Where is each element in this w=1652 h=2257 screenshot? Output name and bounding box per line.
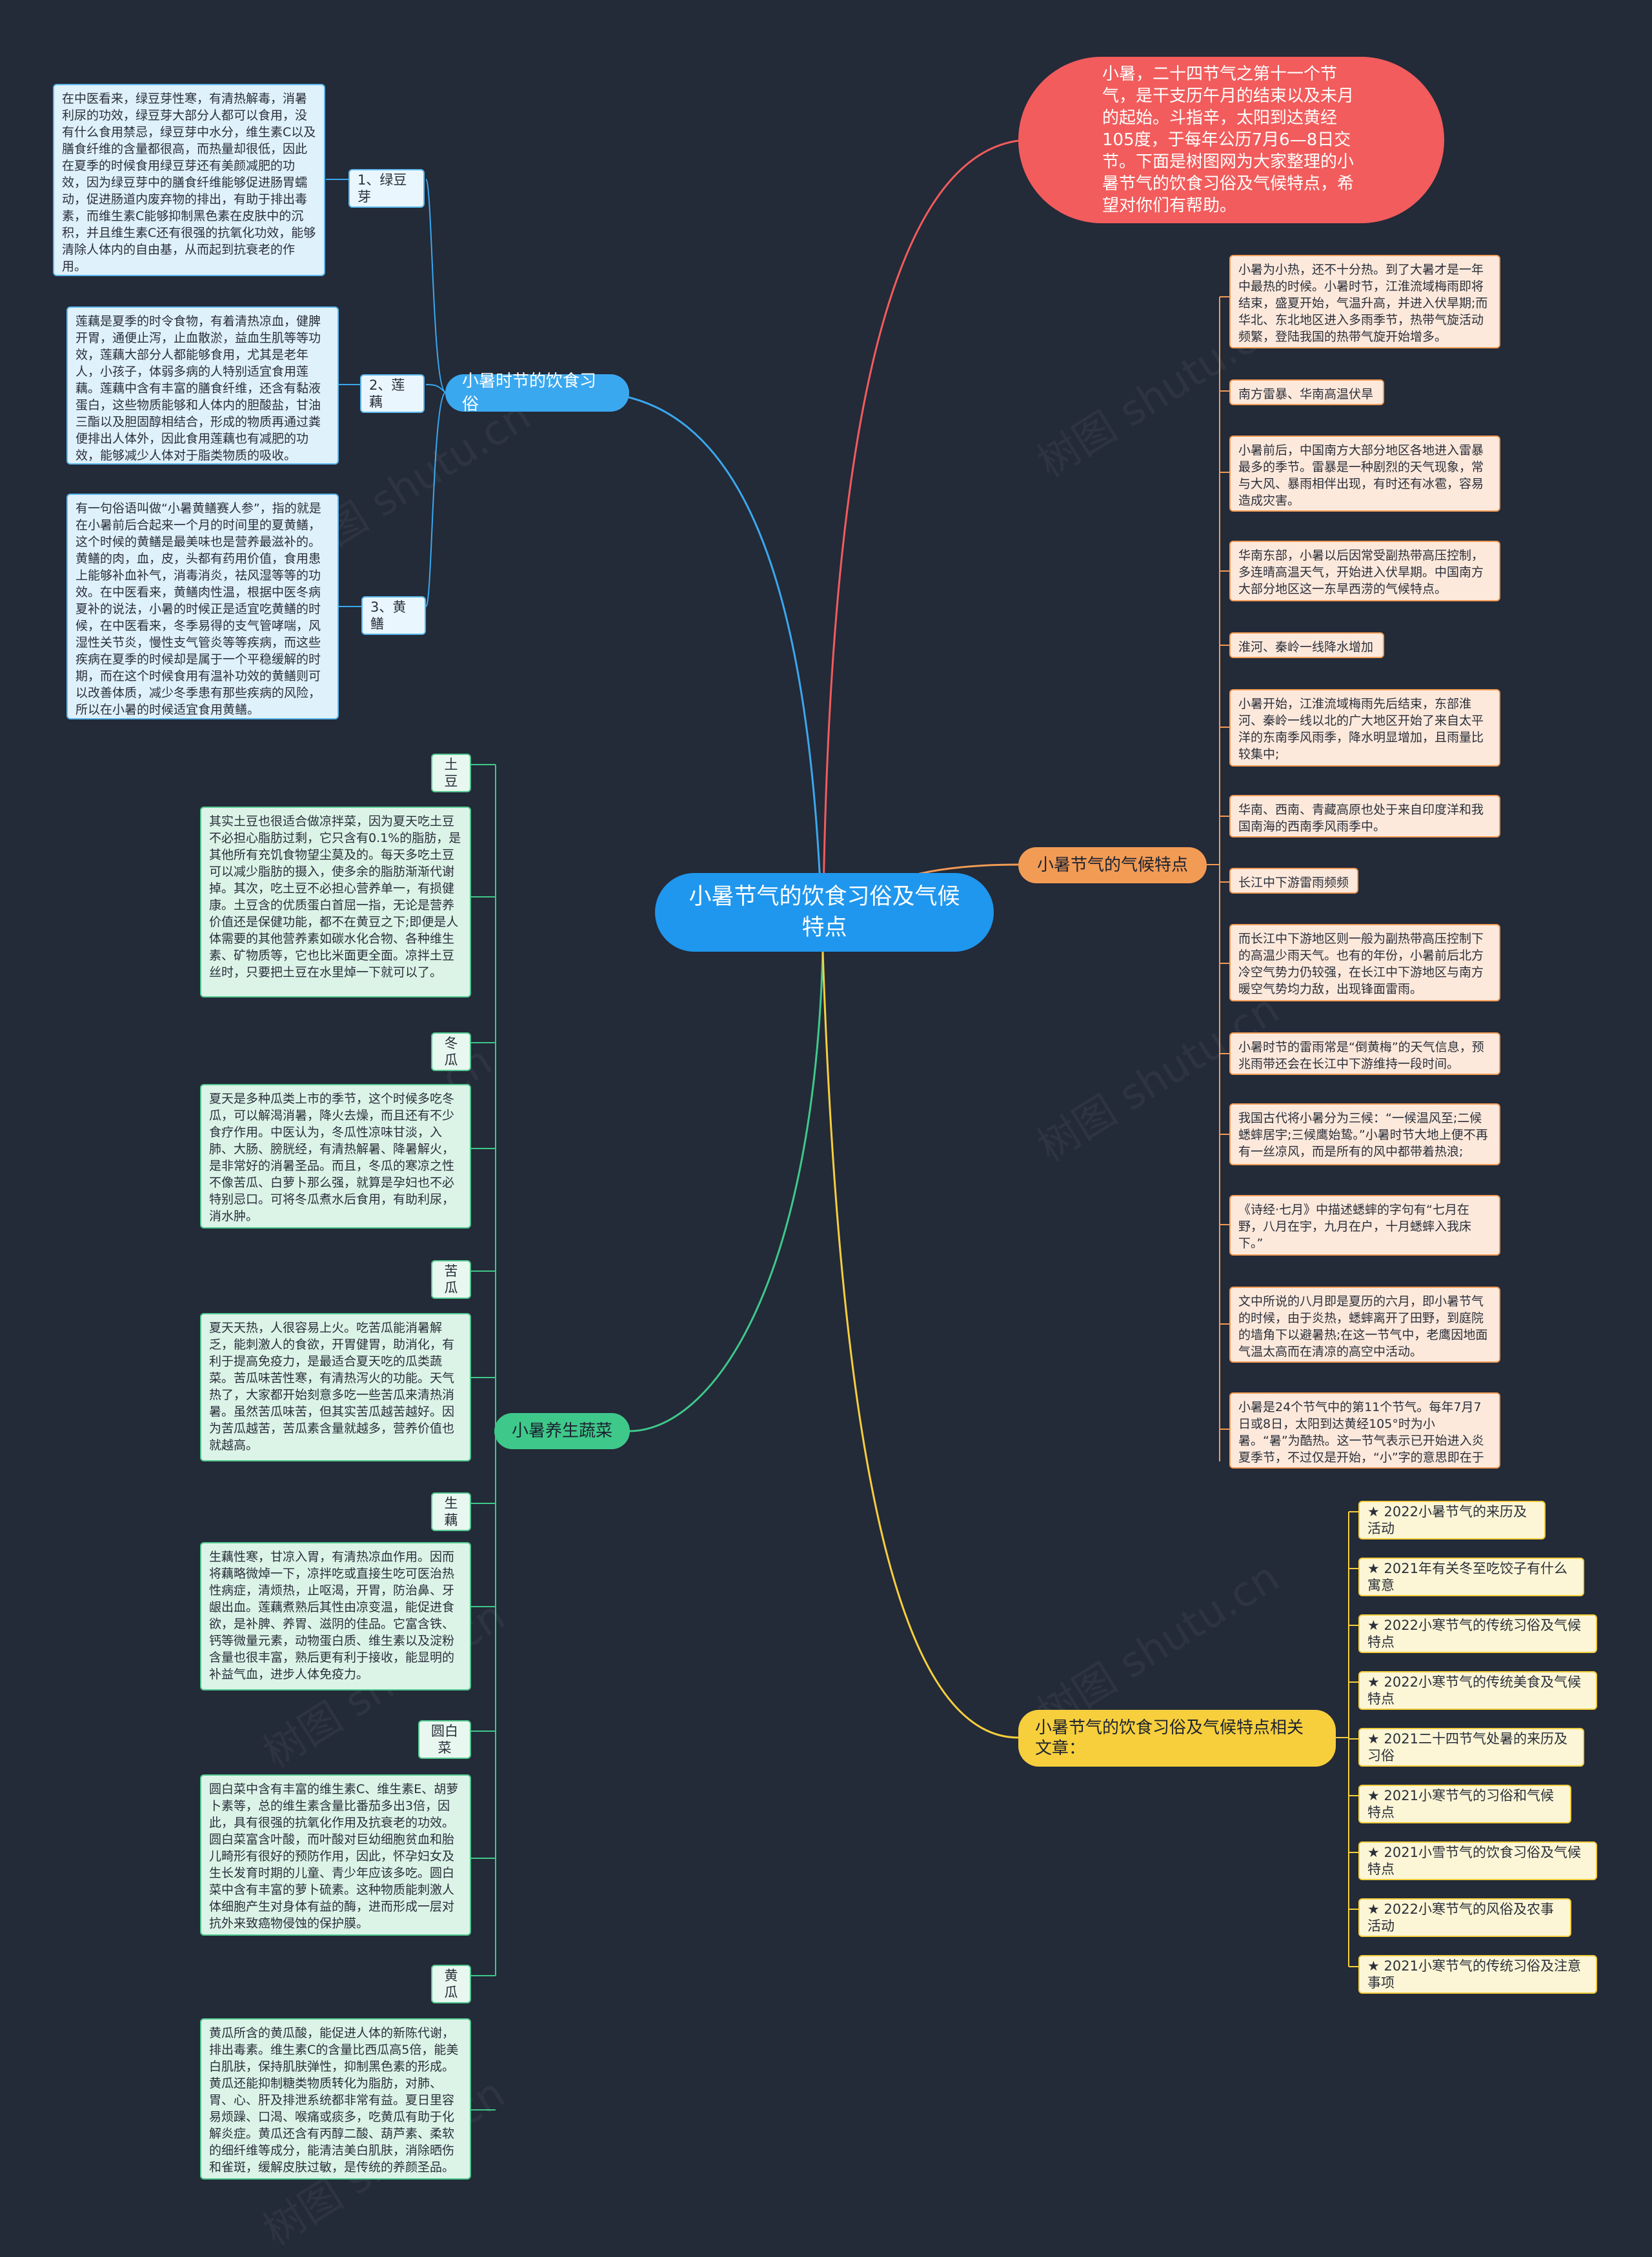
root-topic[interactable]: 小暑节气的饮食习俗及气候特点 <box>655 873 994 952</box>
veg-label-wintermelon[interactable]: 冬瓜 <box>431 1032 471 1071</box>
diet-label-3[interactable]: 3、黄鳝 <box>361 596 426 635</box>
related-link-7[interactable]: ★ 2021小雪节气的饮食习俗及气候特点 <box>1358 1841 1597 1880</box>
branch-veg[interactable]: 小暑养生蔬菜 <box>494 1413 630 1449</box>
related-link-1[interactable]: ★ 2022小暑节气的来历及活动 <box>1358 1501 1546 1540</box>
diet-label-2[interactable]: 2、莲藕 <box>360 374 425 413</box>
related-link-8[interactable]: ★ 2022小寒节气的风俗及农事活动 <box>1358 1898 1571 1937</box>
veg-label-lotusroot[interactable]: 生藕 <box>431 1492 471 1531</box>
climate-text-8: 长江中下游雷雨频频 <box>1229 868 1358 894</box>
veg-label-cucumber[interactable]: 黄瓜 <box>431 1965 471 2003</box>
veg-text-potato: 其实土豆也很适合做凉拌菜，因为夏天吃土豆不必担心脂肪过剩，它只含有0.1%的脂肪… <box>200 807 471 998</box>
climate-text-2: 南方雷暴、华南高温伏旱 <box>1229 379 1384 405</box>
climate-text-9: 而长江中下游地区则一般为副热带高压控制下的高温少雨天气。也有的年份，小暑前后北方… <box>1229 924 1500 1001</box>
climate-text-14: 小暑是24个节气中的第11个节气。每年7月7日或8日，太阳到达黄经105°时为小… <box>1229 1392 1500 1469</box>
veg-label-bittermelon[interactable]: 苦瓜 <box>431 1260 471 1299</box>
veg-text-bittermelon: 夏天天热，人很容易上火。吃苦瓜能消暑解乏，能刺激人的食欲，开胃健胃，助消化，有利… <box>200 1313 471 1461</box>
climate-text-11: 我国古代将小暑分为三候：“一候温风至;二候蟋蟀居宇;三候鹰始鸷。”小暑时节大地上… <box>1229 1103 1500 1165</box>
climate-text-10: 小暑时节的雷雨常是“倒黄梅”的天气信息，预兆雨带还会在长江中下游维持一段时间。 <box>1229 1032 1500 1075</box>
veg-label-cabbage[interactable]: 圆白菜 <box>418 1720 471 1759</box>
veg-text-cabbage: 圆白菜中含有丰富的维生素C、维生素E、胡萝卜素等，总的维生素含量比番茄多出3倍，… <box>200 1774 471 1936</box>
climate-text-13: 文中所说的八月即是夏历的六月，即小暑节气的时候，由于炎热，蟋蟀离开了田野，到庭院… <box>1229 1287 1500 1363</box>
diet-label-1[interactable]: 1、绿豆芽 <box>348 169 425 208</box>
veg-text-wintermelon: 夏天是多种瓜类上市的季节，这个时候多吃冬瓜，可以解渴消暑，降火去燥，而且还有不少… <box>200 1084 471 1229</box>
veg-label-potato[interactable]: 土豆 <box>431 754 471 792</box>
branch-climate[interactable]: 小暑节气的气候特点 <box>1018 847 1207 883</box>
climate-text-12: 《诗经·七月》中描述蟋蟀的字句有“七月在野，八月在宇，九月在户，十月蟋蟀入我床下… <box>1229 1195 1500 1256</box>
veg-text-lotusroot: 生藕性寒，甘凉入胃，有清热凉血作用。因而将藕略微焯一下，凉拌吃或直接生吃可医治热… <box>200 1542 471 1690</box>
related-link-9[interactable]: ★ 2021小寒节气的传统习俗及注意事项 <box>1358 1955 1597 1994</box>
climate-text-5: 淮河、秦岭一线降水增加 <box>1229 632 1384 658</box>
branch-related[interactable]: 小暑节气的饮食习俗及气候特点相关文章： <box>1018 1710 1336 1767</box>
climate-text-6: 小暑开始，江淮流域梅雨先后结束，东部淮河、秦岭一线以北的广大地区开始了来自太平洋… <box>1229 689 1500 767</box>
related-link-6[interactable]: ★ 2021小寒节气的习俗和气候特点 <box>1358 1785 1571 1823</box>
climate-text-1: 小暑为小热，还不十分热。到了大暑才是一年中最热的时候。小暑时节，江淮流域梅雨即将… <box>1229 255 1500 348</box>
related-link-2[interactable]: ★ 2021年有关冬至吃饺子有什么寓意 <box>1358 1558 1584 1596</box>
climate-text-4: 华南东部，小暑以后因常受副热带高压控制，多连晴高温天气，开始进入伏旱期。中国南方… <box>1229 541 1500 601</box>
related-link-4[interactable]: ★ 2022小寒节气的传统美食及气候特点 <box>1358 1671 1597 1710</box>
diet-text-3: 有一句俗语叫做“小暑黄鳝赛人参”，指的就是在小暑前后合起来一个月的时间里的夏黄鳝… <box>66 494 339 719</box>
intro-text: 小暑，二十四节气之第十一个节气，是干支历午月的结束以及未月的起始。斗指辛，太阳到… <box>1102 65 1355 216</box>
diet-text-1: 在中医看来，绿豆芽性寒，有清热解毒，消暑利尿的功效，绿豆芽大部分人都可以食用，没… <box>53 84 325 276</box>
climate-text-3: 小暑前后，中国南方大部分地区各地进入雷暴最多的季节。雷暴是一种剧烈的天气现象，常… <box>1229 436 1500 512</box>
branch-diet[interactable]: 小暑时节的饮食习俗 <box>445 372 629 414</box>
diet-text-2: 莲藕是夏季的时令食物，有着清热凉血，健脾开胃，通便止泻，止血散淤，益血生肌等等功… <box>66 306 339 465</box>
climate-text-7: 华南、西南、青藏高原也处于来自印度洋和我国南海的西南季风雨季中。 <box>1229 795 1500 838</box>
veg-text-cucumber: 黄瓜所含的黄瓜酸，能促进人体的新陈代谢，排出毒素。维生素C的含量比西瓜高5倍，能… <box>200 2018 471 2180</box>
related-link-3[interactable]: ★ 2022小寒节气的传统习俗及气候特点 <box>1358 1614 1597 1653</box>
related-link-5[interactable]: ★ 2021二十四节气处暑的来历及习俗 <box>1358 1728 1584 1767</box>
intro-node[interactable]: 小暑，二十四节气之第十一个节气，是干支历午月的结束以及未月的起始。斗指辛，太阳到… <box>1018 57 1444 223</box>
